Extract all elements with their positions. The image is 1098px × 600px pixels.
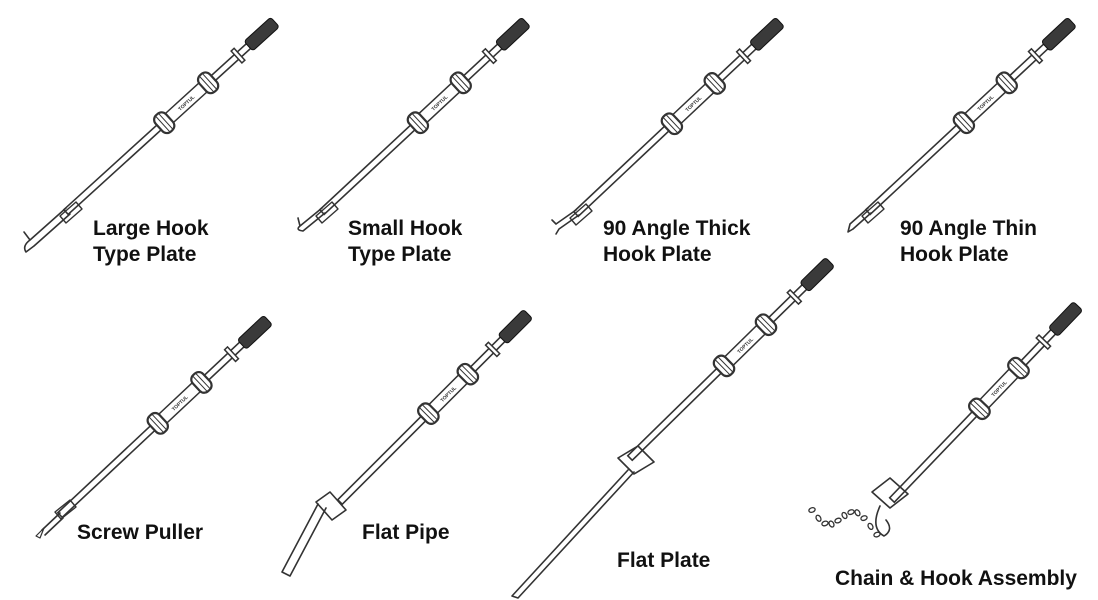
weight-2 bbox=[196, 71, 220, 95]
tool-screw-puller: TOPTUL bbox=[35, 315, 272, 539]
label-chain-hook-assembly: Chain & Hook Assembly bbox=[835, 567, 1077, 590]
weight-1 bbox=[153, 111, 176, 135]
weight-2 bbox=[1007, 356, 1030, 380]
weight-1 bbox=[952, 111, 976, 135]
grip bbox=[238, 315, 272, 349]
weight-2 bbox=[754, 313, 778, 337]
chain-link bbox=[860, 515, 868, 522]
weight-1 bbox=[406, 111, 430, 135]
chain-link bbox=[847, 509, 855, 516]
shaft bbox=[56, 339, 247, 519]
chain-link bbox=[854, 509, 861, 517]
weight-1 bbox=[660, 112, 684, 136]
weight-2 bbox=[449, 71, 472, 95]
shaft bbox=[864, 41, 1051, 216]
weight-1 bbox=[146, 411, 170, 435]
tool-90-angle-thin-hook-plate: TOPTUL bbox=[847, 17, 1076, 233]
stop-collar bbox=[1027, 47, 1044, 65]
weight-1 bbox=[712, 354, 736, 378]
tool-small-hook-type-plate: TOPTUL bbox=[297, 17, 530, 232]
shaft bbox=[888, 327, 1058, 504]
grip bbox=[495, 17, 530, 51]
stop-collar bbox=[230, 47, 246, 64]
grip bbox=[244, 17, 279, 51]
shaft bbox=[318, 41, 505, 216]
stop-collar bbox=[735, 48, 752, 65]
tool-chain-hook-assembly: TOPTUL bbox=[808, 302, 1082, 538]
grip bbox=[1049, 302, 1082, 336]
chain-link bbox=[828, 520, 835, 528]
stop-collar bbox=[484, 341, 501, 358]
stop-collar bbox=[1035, 334, 1052, 351]
label-screw-puller: Screw Puller bbox=[77, 521, 204, 544]
weight-1 bbox=[417, 402, 440, 425]
chain-link bbox=[821, 520, 829, 527]
shaft bbox=[62, 41, 254, 216]
shaft bbox=[572, 41, 759, 218]
grip bbox=[750, 18, 784, 51]
label-flat-pipe: Flat Pipe bbox=[362, 521, 450, 544]
grip bbox=[498, 310, 532, 344]
weight-2 bbox=[703, 72, 726, 95]
tool-90-angle-thick-hook-plate: TOPTUL bbox=[551, 18, 784, 235]
chain-link bbox=[834, 517, 842, 524]
stop-collar bbox=[481, 47, 498, 65]
label-flat-plate: Flat Plate bbox=[617, 549, 711, 572]
weight-2 bbox=[190, 370, 213, 394]
grip bbox=[1041, 17, 1076, 51]
tool-large-hook-type-plate: TOPTUL bbox=[23, 17, 279, 253]
weight-2 bbox=[995, 71, 1018, 95]
chain-link bbox=[841, 511, 848, 520]
stop-collar bbox=[223, 345, 240, 363]
chain-link bbox=[815, 514, 822, 522]
tool-flat-plate: TOPTUL bbox=[511, 258, 834, 599]
shaft bbox=[626, 282, 810, 462]
shaft bbox=[336, 334, 508, 506]
chain-link bbox=[867, 522, 874, 530]
weight-2 bbox=[456, 362, 480, 386]
grip bbox=[800, 258, 834, 292]
stop-collar bbox=[786, 288, 803, 306]
chain-link bbox=[808, 507, 816, 513]
tool-flat-pipe: TOPTUL bbox=[281, 310, 532, 577]
weight-1 bbox=[968, 397, 991, 421]
chain-link bbox=[873, 531, 881, 538]
